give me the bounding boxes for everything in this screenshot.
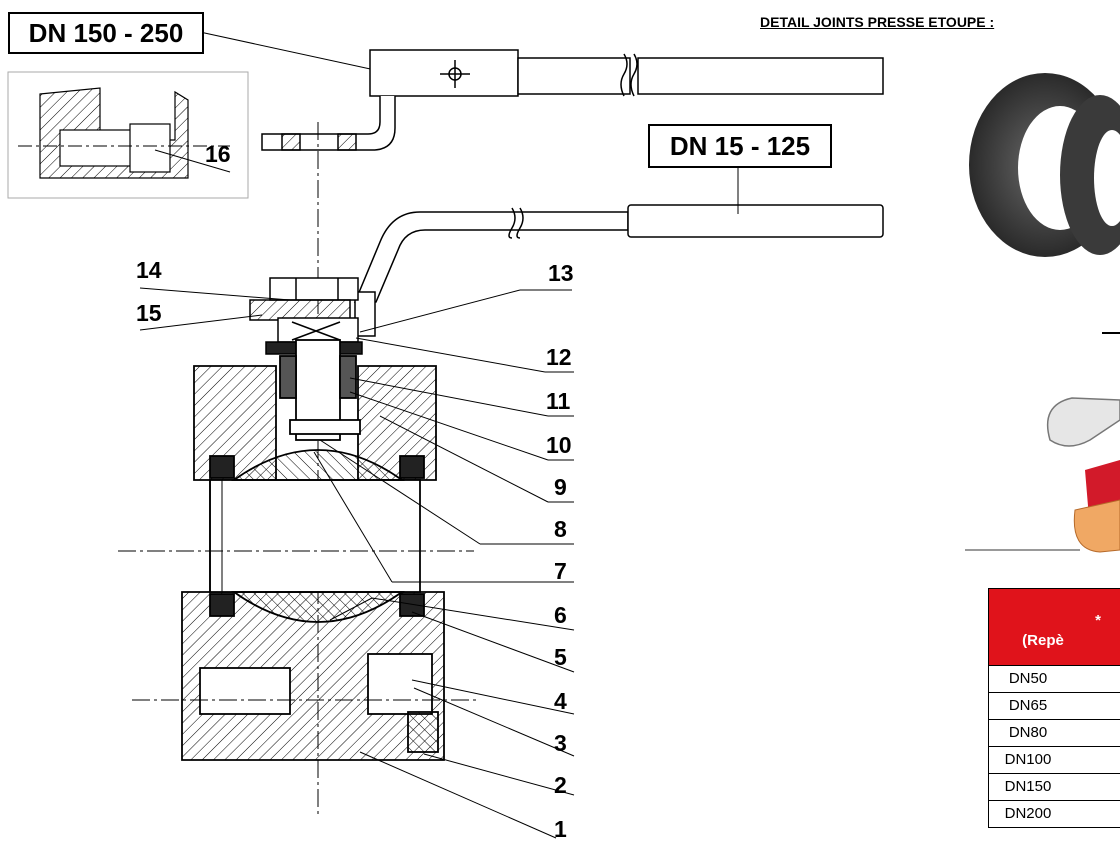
callout-4: 4 (554, 688, 567, 714)
valve-body (181, 339, 445, 761)
lever-large (261, 49, 884, 151)
table-header-line2: (Repè (1022, 632, 1064, 649)
callout-9: 9 (554, 474, 567, 500)
table-row: DN100 (988, 747, 1120, 774)
table-row: DN80 (988, 720, 1120, 747)
detail-title: DETAIL JOINTS PRESSE ETOUPE : (760, 14, 995, 30)
table-row: DN50 (988, 666, 1120, 693)
detail-inset-16 (7, 71, 249, 199)
gasket-table: * (Repè DN50 DN65 DN80 DN100 DN150 DN200 (988, 588, 1120, 828)
table-header-line1: * (1095, 612, 1101, 629)
callout-16: 16 (205, 141, 231, 167)
callout-7: 7 (554, 558, 567, 584)
callout-2: 2 (554, 772, 567, 798)
table-header: * (Repè (988, 588, 1120, 666)
lever-small (353, 204, 884, 337)
callout-3: 3 (554, 730, 567, 756)
callout-8: 8 (554, 516, 567, 542)
table-row: DN65 (988, 693, 1120, 720)
callout-1: 1 (554, 816, 567, 842)
size-label-dn150-250: DN 150 - 250 (8, 12, 204, 54)
gasket-ring-image (969, 73, 1120, 257)
size-label-dn15-125: DN 15 - 125 (648, 124, 832, 168)
table-row: DN200 (988, 801, 1120, 828)
wrench-hand-image (965, 397, 1120, 553)
callout-12: 12 (546, 344, 572, 370)
callout-15: 15 (136, 300, 162, 326)
table-row: DN150 (988, 774, 1120, 801)
callout-5: 5 (554, 644, 567, 670)
underline-stub (1102, 332, 1120, 334)
callout-6: 6 (554, 602, 567, 628)
callout-11: 11 (546, 388, 571, 414)
callout-10: 10 (546, 432, 572, 458)
callout-14: 14 (136, 257, 162, 283)
callout-13: 13 (548, 260, 574, 286)
